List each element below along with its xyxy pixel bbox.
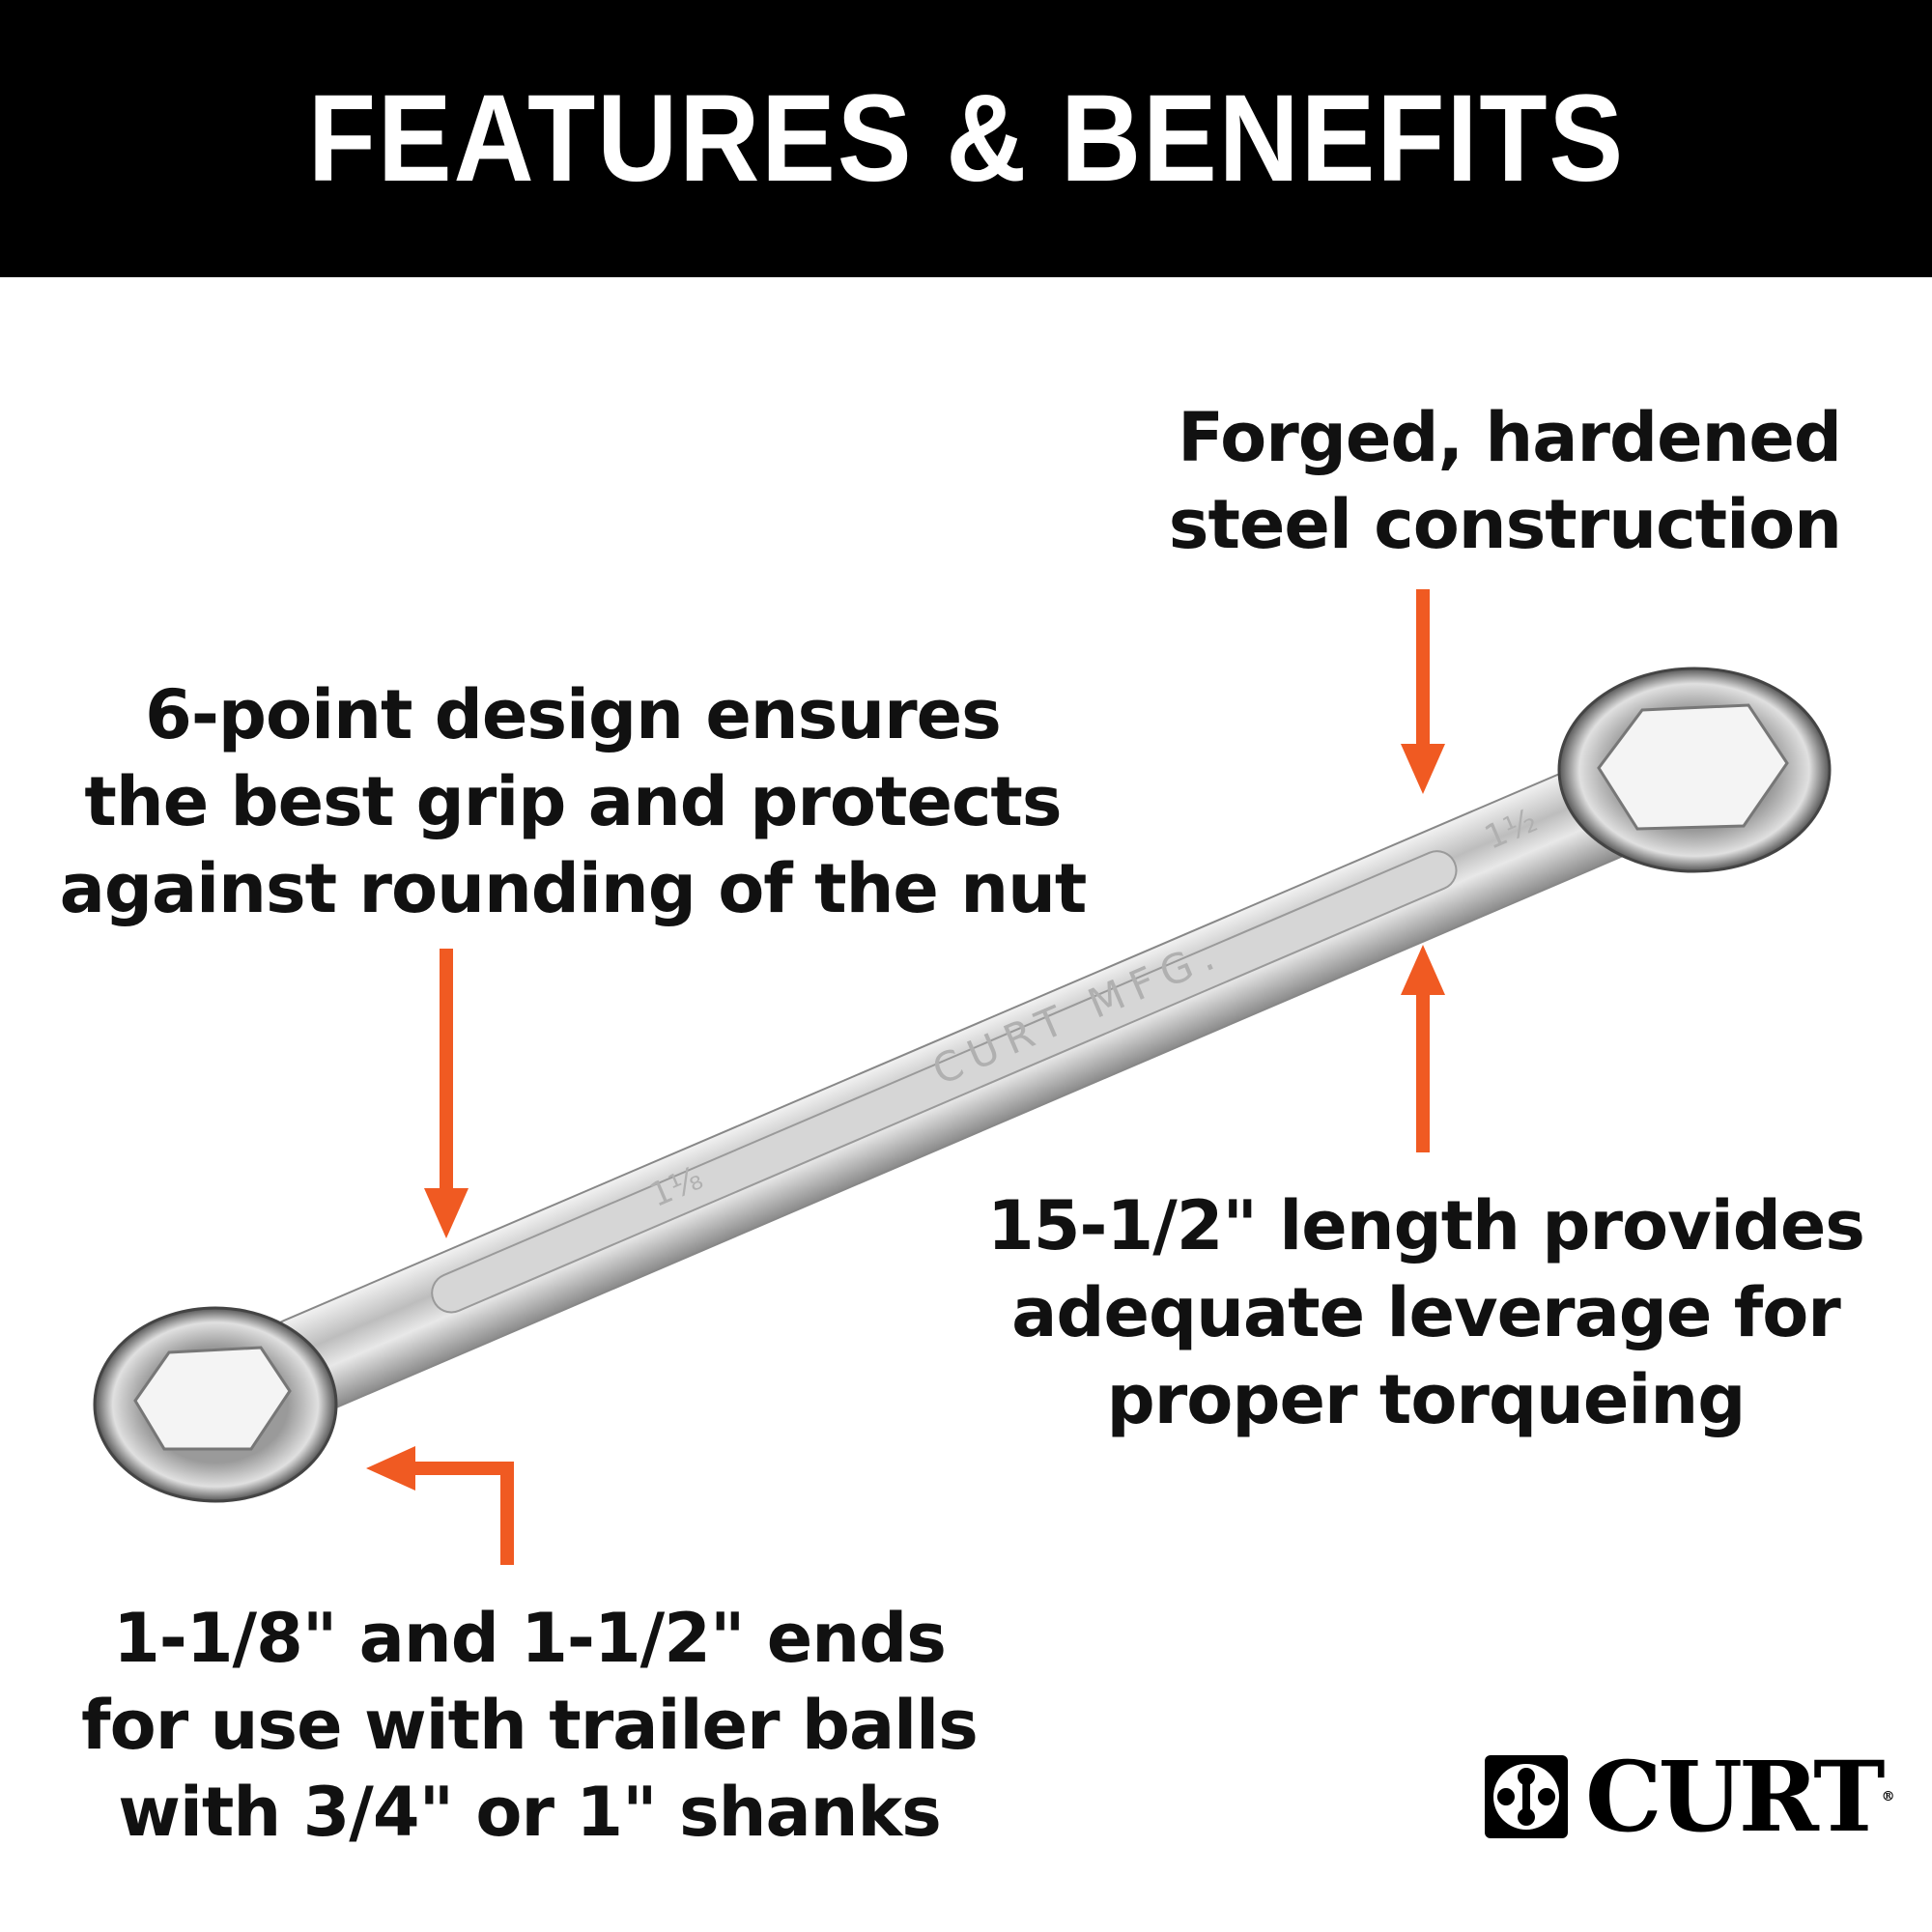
arrow-ends [366, 1446, 514, 1565]
header-banner: FEATURES & BENEFITS [0, 0, 1932, 277]
logo-wordmark: CURT [1585, 1740, 1886, 1854]
callout-line: for use with trailer balls [81, 1686, 979, 1765]
large-hex-opening [1597, 703, 1789, 831]
callout-ends: 1-1/8" and 1-1/2" ends for use with trai… [81, 1595, 979, 1856]
curt-logo: CURT® [1485, 1748, 1895, 1845]
registered-mark: ® [1881, 1789, 1895, 1804]
arrow-six-point [424, 949, 469, 1238]
callout-line: against rounding of the nut [59, 849, 1088, 928]
callout-six-point: 6-point design ensures the best grip and… [59, 671, 1088, 932]
callout-length: 15-1/2" length provides adequate leverag… [987, 1182, 1865, 1443]
arrow-length [1401, 945, 1445, 1152]
callout-line: 6-point design ensures [145, 675, 1002, 754]
small-hex-opening [133, 1346, 292, 1451]
callout-line: with 3/4" or 1" shanks [118, 1773, 941, 1852]
callout-forged-steel: Forged, hardened steel construction [1168, 394, 1842, 568]
callout-line: proper torqueing [1106, 1360, 1747, 1439]
callout-line: steel construction [1168, 485, 1842, 564]
callout-line: 15-1/2" length provides [987, 1186, 1865, 1265]
curt-logo-mark-icon [1485, 1755, 1568, 1838]
callout-line: adequate leverage for [1011, 1273, 1841, 1352]
wrench-groove [431, 850, 1458, 1314]
callout-line: the best grip and protects [84, 762, 1062, 841]
arrow-forged [1401, 589, 1445, 794]
page-title: FEATURES & BENEFITS [307, 70, 1625, 208]
callout-line: 1-1/8" and 1-1/2" ends [113, 1599, 947, 1678]
callout-line: Forged, hardened [1178, 398, 1842, 477]
